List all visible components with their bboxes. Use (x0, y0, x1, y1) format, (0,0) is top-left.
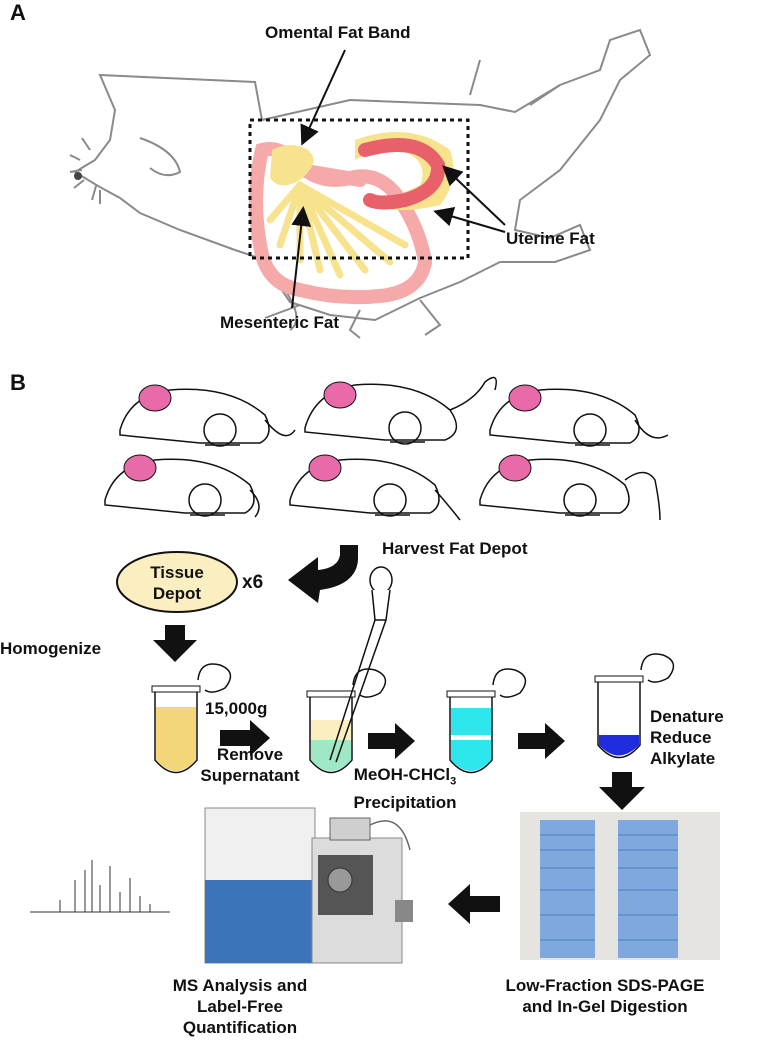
panel-a-letter: A (10, 0, 26, 25)
mouse-nose-icon (74, 172, 82, 180)
uterus-icon (358, 138, 446, 210)
precipitation-label: Precipitation (353, 793, 457, 813)
spectrum-icon (30, 860, 170, 913)
tube-3-icon (446, 668, 527, 774)
meoh-label: MeOH-CHCl (353, 765, 451, 784)
denature-label: Denature (650, 707, 724, 726)
depot-label: Depot (152, 584, 202, 603)
gel-image (520, 812, 720, 960)
remove-label: Remove (216, 745, 284, 764)
down-arrow-icon (153, 625, 197, 662)
omental-fat-icon (270, 145, 314, 186)
mouse-outline-icon (69, 28, 652, 339)
ms-line-2: Label-Free (197, 997, 283, 1016)
ms-line-3: Quantification (182, 1018, 298, 1037)
label-15000g: 15,000g (205, 699, 268, 718)
curved-arrow-icon (288, 545, 358, 603)
tissue-depot-oval (116, 551, 238, 613)
pointer-arrows (291, 49, 506, 309)
left-arrow-icon (448, 884, 500, 924)
label-omental-fat-band: Omental Fat Band (265, 23, 411, 42)
alkylate-label: Alkylate (650, 749, 716, 768)
label-mesenteric-fat: Mesenteric Fat (220, 313, 340, 332)
supernatant-label: Supernatant (200, 766, 300, 785)
meoh-subscript: 3 (450, 775, 457, 788)
tube-1-icon (151, 663, 232, 774)
ms-analysis-label: MS Analysis and Label-Free Quantificatio… (140, 975, 340, 1038)
down-arrow-gel-icon (599, 772, 645, 810)
right-arrow-3-icon (518, 723, 565, 759)
mouse-ears-icon (123, 381, 542, 482)
tissue-label: Tissue (150, 563, 204, 582)
mass-spectrometer-icon (204, 807, 413, 964)
denature-reduce-alkylate-label: Denature Reduce Alkylate (650, 706, 724, 769)
reduce-label: Reduce (650, 728, 712, 747)
gel-line-2: and In-Gel Digestion (522, 997, 688, 1016)
panel-b-letter: B (10, 370, 26, 395)
ms-line-1: MS Analysis and (172, 976, 308, 995)
gel-digestion-label: Low-Fraction SDS-PAGE and In-Gel Digesti… (460, 975, 750, 1017)
tube-2-icon (306, 668, 387, 774)
remove-supernatant-label: Remove Supernatant (175, 744, 325, 786)
gel-line-1: Low-Fraction SDS-PAGE (505, 976, 705, 995)
pipette-icon (329, 566, 393, 763)
label-harvest-fat-depot: Harvest Fat Depot (382, 539, 528, 558)
meoh-precipitation-label: MeOH-CHCl3 Precipitation (335, 764, 475, 813)
dashed-region-box (248, 118, 470, 260)
right-arrow-2-icon (368, 723, 415, 759)
tissue-depot-label: Tissue Depot (137, 562, 217, 604)
label-uterine-fat: Uterine Fat (506, 229, 595, 248)
tube-4-icon (594, 653, 675, 759)
right-arrow-1-icon (220, 720, 270, 756)
label-x6: x6 (242, 572, 264, 593)
label-homogenize: Homogenize (0, 639, 102, 658)
mouse-group-icon (104, 376, 669, 521)
